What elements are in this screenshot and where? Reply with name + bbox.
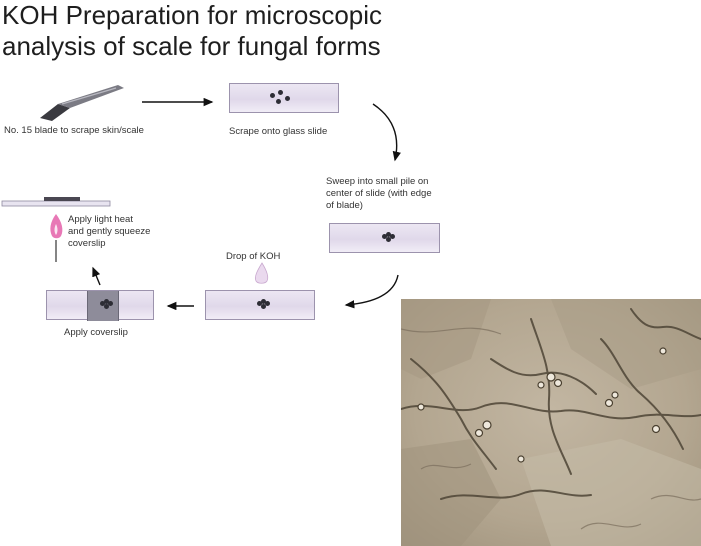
scale-pile bbox=[382, 234, 387, 239]
scale-pile bbox=[104, 299, 109, 304]
scale-pile bbox=[108, 301, 113, 306]
heat-caption: Apply light heat and gently squeeze cove… bbox=[68, 214, 188, 250]
slide-scrape bbox=[229, 83, 339, 113]
slide-coverslip bbox=[46, 290, 154, 321]
sweep-caption: Sweep into small pile on center of slide… bbox=[326, 176, 466, 212]
arrow-sweep-to-koh bbox=[344, 274, 399, 309]
scale-pile bbox=[257, 301, 262, 306]
coverslip-caption: Apply coverslip bbox=[64, 327, 128, 338]
scale-pile bbox=[104, 304, 109, 309]
blade-caption: No. 15 blade to scrape skin/scale bbox=[4, 125, 144, 136]
scale-particle bbox=[270, 93, 275, 98]
sweep-caption-line-2: center of slide (with edge bbox=[326, 188, 432, 199]
scale-pile bbox=[265, 301, 270, 306]
heat-caption-line-1: Apply light heat bbox=[68, 214, 133, 225]
slide-pile bbox=[329, 223, 440, 253]
scalpel-icon bbox=[40, 85, 124, 121]
flame-icon bbox=[50, 214, 63, 262]
arrow-slide-to-sweep bbox=[372, 103, 401, 162]
scale-particle bbox=[285, 96, 290, 101]
koh-micrograph bbox=[401, 299, 701, 546]
coverslip bbox=[87, 291, 119, 321]
heated-slide bbox=[1, 197, 111, 207]
sweep-caption-line-1: Sweep into small pile on bbox=[326, 176, 429, 187]
scale-pile bbox=[386, 232, 391, 237]
scale-particle bbox=[278, 90, 283, 95]
diagram-title: KOH Preparation for microscopic analysis… bbox=[2, 0, 482, 62]
slide-koh bbox=[205, 290, 315, 320]
scale-pile bbox=[390, 234, 395, 239]
sweep-caption-line-3: of blade) bbox=[326, 200, 363, 211]
arrow-coverslip-to-heat bbox=[92, 266, 101, 286]
scrape-caption: Scrape onto glass slide bbox=[229, 126, 328, 137]
koh-drop-icon bbox=[254, 262, 269, 284]
scale-pile bbox=[386, 237, 391, 242]
title-line-2: analysis of scale for fungal forms bbox=[2, 31, 381, 61]
scale-pile bbox=[100, 301, 105, 306]
heat-caption-line-3: coverslip bbox=[68, 238, 106, 249]
micrograph-image bbox=[401, 299, 701, 546]
scale-pile bbox=[261, 304, 266, 309]
scale-particle bbox=[276, 99, 281, 104]
heat-caption-line-2: and gently squeeze bbox=[68, 226, 151, 237]
title-line-1: KOH Preparation for microscopic bbox=[2, 0, 383, 30]
scale-pile bbox=[261, 299, 266, 304]
koh-caption: Drop of KOH bbox=[226, 251, 281, 262]
